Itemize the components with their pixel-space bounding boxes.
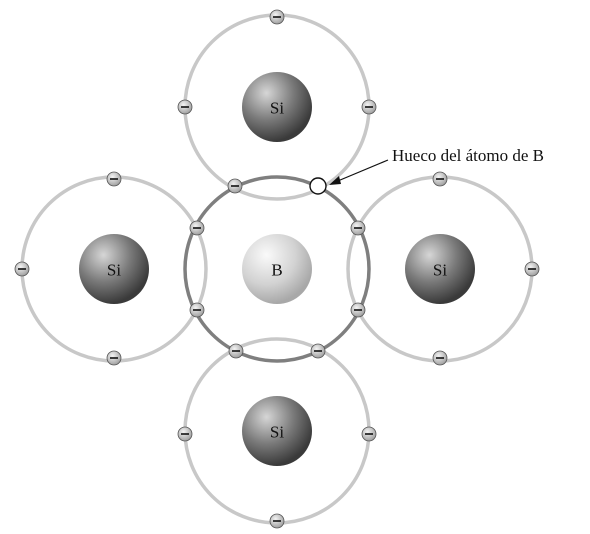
atom-center-b: B <box>242 234 312 304</box>
electron <box>361 426 377 442</box>
atom-label: Si <box>270 423 284 442</box>
electron <box>350 220 366 236</box>
electron <box>269 9 285 25</box>
hole-annotation: Hueco del átomo de B <box>392 146 544 165</box>
atom-left-si: Si <box>79 234 149 304</box>
electron <box>177 426 193 442</box>
electron <box>106 350 122 366</box>
electron <box>524 261 540 277</box>
atom-right-si: Si <box>405 234 475 304</box>
electron <box>310 343 326 359</box>
electron <box>361 99 377 115</box>
electron <box>227 178 243 194</box>
atom-sphere <box>242 234 312 304</box>
atom-label: B <box>271 261 282 280</box>
hole-pointer-arrow <box>329 159 389 185</box>
electron <box>350 302 366 318</box>
atom-label: Si <box>270 99 284 118</box>
atom-bottom-si: Si <box>242 396 312 466</box>
atom-sphere <box>242 72 312 142</box>
atom-sphere <box>79 234 149 304</box>
orbit-center-b <box>183 175 371 363</box>
electron <box>189 302 205 318</box>
electrons <box>14 9 540 529</box>
electron <box>432 171 448 187</box>
atom-sphere <box>242 396 312 466</box>
atom-top-si: Si <box>242 72 312 142</box>
electron <box>432 350 448 366</box>
atoms: Si Si Si Si B <box>79 72 475 466</box>
electron <box>269 513 285 529</box>
atom-sphere <box>405 234 475 304</box>
atom-label: Si <box>433 261 447 280</box>
electron <box>177 99 193 115</box>
electron <box>228 343 244 359</box>
hole-marker <box>309 177 327 195</box>
electron <box>106 171 122 187</box>
atom-label: Si <box>107 261 121 280</box>
electron <box>14 261 30 277</box>
electron <box>189 220 205 236</box>
